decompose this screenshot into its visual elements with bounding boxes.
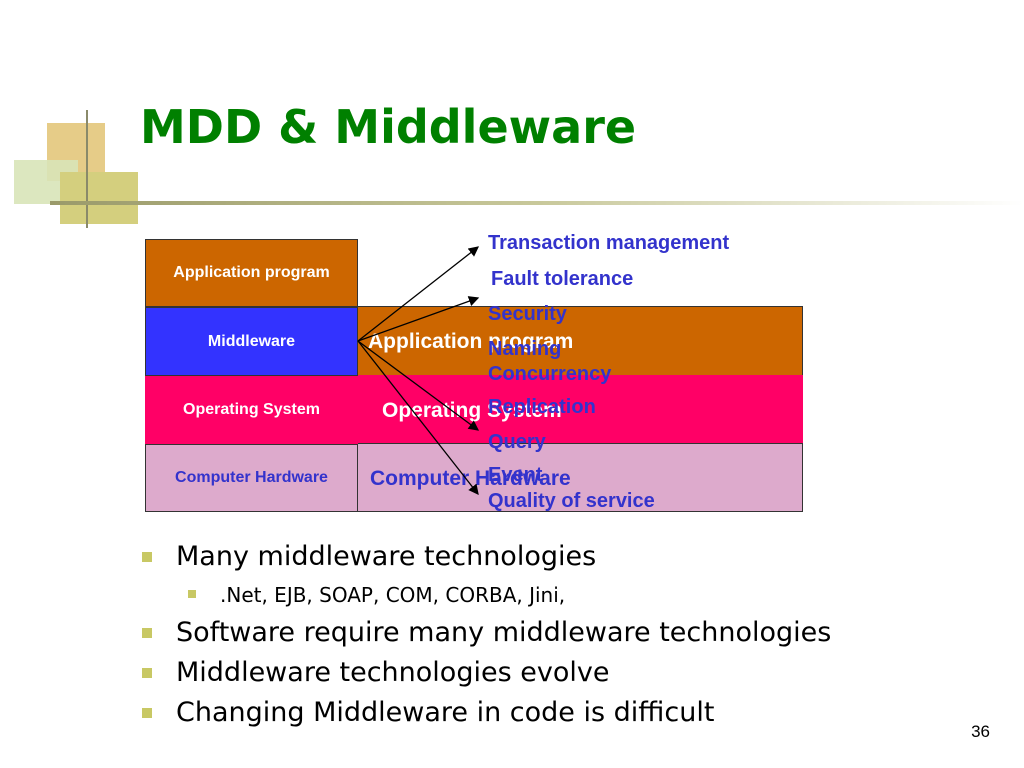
bullet-item: Software require many middleware technol… [140,613,1000,653]
arrow-to-replication [357,340,480,431]
wide-hardware-layer [357,443,803,512]
computer-hardware-layer: Computer Hardware [145,444,358,512]
wide-hardware-label: Computer Hardware [370,467,571,490]
service-quality-of-service: Quality of service [488,490,655,512]
bullet-square-icon [142,708,152,718]
arrow-to-transaction [357,246,480,342]
bullet-square-icon [142,668,152,678]
bullet-text: Changing Middleware in code is difficult [176,697,715,728]
service-fault-tolerance: Fault tolerance [491,268,634,290]
bullet-item: Many middleware technologies [140,537,1000,577]
bullet-list: Many middleware technologies .Net, EJB, … [140,537,1000,733]
operating-system-label: Operating System [183,401,320,418]
sub-bullet-square-icon [188,590,196,598]
arrow-to-event [357,340,479,496]
bullet-text: Software require many middleware technol… [176,617,832,648]
service-transaction-management: Transaction management [488,232,730,254]
bullet-item: Middleware technologies evolve [140,653,1000,693]
application-program-label: Application program [173,264,330,281]
application-program-layer: Application program [145,239,358,307]
sub-bullet-text: .Net, EJB, SOAP, COM, CORBA, Jini, [220,583,566,607]
service-query: Query [488,431,546,453]
computer-hardware-label: Computer Hardware [175,469,328,486]
service-naming: Naming [488,338,562,360]
middleware-layer: Middleware [145,307,358,376]
service-event: Event [488,464,543,486]
title-underline [50,201,1024,205]
sub-bullet-item: .Net, EJB, SOAP, COM, CORBA, Jini, [140,577,1000,613]
wide-os-layer [357,375,803,444]
slide-title: MDD & Middleware [140,100,637,154]
bullet-text: Many middleware technologies [176,541,597,572]
bullet-square-icon [142,628,152,638]
page-number: 36 [971,722,990,741]
wide-os-label: Operating System [382,399,562,422]
decor-square-olive [60,172,138,224]
service-replication: Replication [488,396,596,418]
decor-vertical-line [86,110,88,228]
bullet-square-icon [142,552,152,562]
arrow-to-security [357,296,480,342]
bullet-item: Changing Middleware in code is difficult [140,693,1000,733]
service-security: Security [488,303,567,325]
wide-application-label: Application program [368,330,574,353]
bullet-text: Middleware technologies evolve [176,657,610,688]
service-concurrency: Concurrency [488,363,612,385]
middleware-label: Middleware [207,332,296,350]
operating-system-layer: Operating System [145,376,358,444]
